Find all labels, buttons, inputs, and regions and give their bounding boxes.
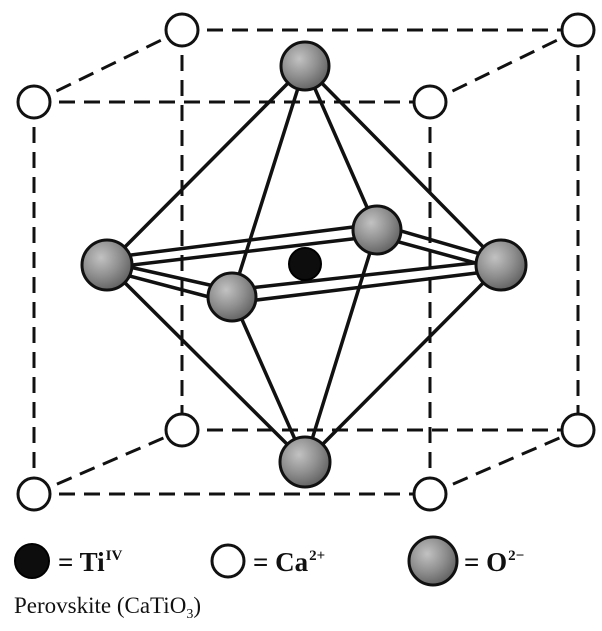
bond (303, 64, 379, 232)
ti-legend-prefix: = Ti (58, 547, 105, 577)
o-legend-prefix: = O (464, 547, 508, 577)
ca-atom (164, 412, 200, 448)
o-atom (279, 40, 331, 92)
bond (303, 228, 379, 464)
cell-edge (33, 28, 183, 104)
o-atom (351, 204, 403, 256)
cell-edge (429, 428, 579, 496)
cell-edge (33, 428, 183, 496)
caption-subscript: 3 (186, 607, 194, 622)
o-atoms (80, 40, 528, 489)
ca-legend-charge: 2+ (309, 548, 326, 564)
ti-legend-icon (14, 543, 50, 579)
ti-legend-charge: IV (105, 548, 123, 564)
bond (303, 263, 503, 464)
o-atom (278, 435, 332, 489)
ca-atom (412, 476, 448, 512)
caption-text: Perovskite (CaTiO (14, 593, 187, 618)
caption-close: ) (193, 593, 201, 618)
ca-legend-label: = Ca2+ (253, 549, 325, 576)
o-atom (80, 238, 134, 292)
ti-legend-label: = TiIV (58, 549, 122, 576)
ca-atom (16, 476, 52, 512)
bond (303, 64, 503, 267)
o-legend-label: = O2− (464, 549, 524, 576)
ca-legend-icon (210, 543, 246, 579)
ca-atom (560, 412, 596, 448)
o-atom (474, 238, 528, 292)
o-legend-charge: 2− (508, 548, 525, 564)
o-legend-icon (407, 535, 459, 587)
bond (230, 295, 307, 464)
bond (105, 263, 307, 464)
figure-caption: Perovskite (CaTiO3) (14, 593, 201, 622)
o-atom (206, 271, 258, 323)
ca-legend-prefix: = Ca (253, 547, 309, 577)
bond (105, 234, 379, 270)
bond (230, 268, 503, 305)
bond (230, 64, 307, 299)
bond (230, 258, 503, 292)
ti-atom (288, 247, 322, 281)
unit-cell-edges (32, 28, 580, 496)
ca-atom (560, 12, 596, 48)
bond (105, 222, 379, 260)
bond (105, 64, 307, 267)
cell-edge (429, 28, 579, 104)
ca-atom (16, 84, 52, 120)
ca-atom (164, 12, 200, 48)
ca-atom (412, 84, 448, 120)
ca-atoms (16, 12, 596, 512)
